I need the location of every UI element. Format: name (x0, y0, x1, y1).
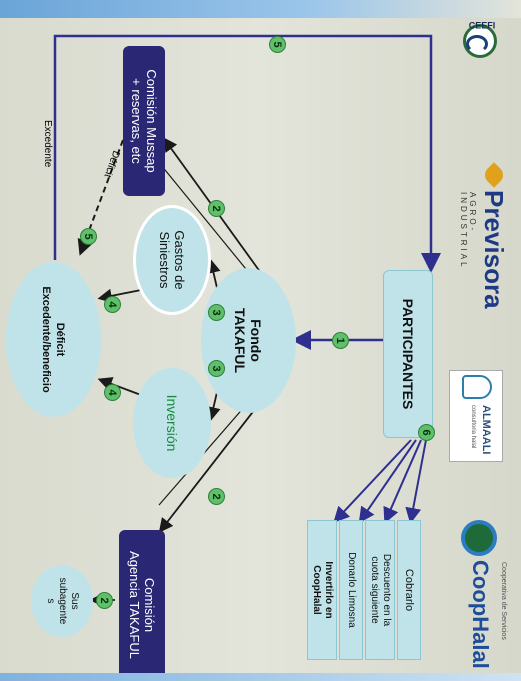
step-1-badge: 1 (332, 332, 349, 349)
almaali-wordmark: ALMAALI (480, 405, 492, 455)
line-fondo-mussap-2 (160, 164, 260, 286)
step-3-inversion-badge: 3 (208, 360, 225, 377)
arrow-feedback-to-participantes (53, 34, 441, 273)
previsora-leaf-icon (481, 162, 507, 188)
arrow-to-donarlo (358, 439, 417, 524)
arrow-to-cobrarlo (405, 439, 427, 524)
arrow-fondo-agencia (158, 394, 267, 533)
previsora-logo: Previsora AGRO-INDUSTRIAL (451, 160, 511, 309)
almaali-mark-icon (462, 375, 492, 399)
step-4-inversion-badge: 4 (104, 384, 121, 401)
option-cobrarlo: Cobrarlo (397, 520, 421, 660)
arrow-to-descuento (383, 439, 422, 524)
step-6-badge: 6 (418, 424, 435, 441)
comision-agencia-box: Comisión Agencia TAKAFUL (119, 530, 165, 680)
gastos-siniestros-oval: Gastos de Siniestros (133, 205, 211, 315)
fondo-takaful-oval: Fondo TAKAFUL (201, 268, 296, 413)
option-donarlo: Donarlo Limosna (339, 520, 363, 660)
arrow-inversion-deficit (97, 377, 142, 396)
step-4-gastos-badge: 4 (104, 296, 121, 313)
almaali-tagline: consultoria halal (470, 405, 476, 449)
coophalal-d-icon (461, 520, 497, 556)
coophalal-wordmark: CoopHalal (468, 560, 493, 669)
cefefi-text: CEEFI (468, 20, 496, 31)
coophalal-logo: CoopHalal Cooperativa de Servicios (443, 520, 513, 670)
comision-mussap-box: Comisión Mussap + reservas, etc (123, 46, 165, 196)
step-5-top-badge: 5 (269, 36, 286, 53)
option-descuento: Descuento en la cuota siguiente (365, 520, 395, 660)
arrow-to-invertirlo (333, 439, 412, 523)
participantes-box: PARTICIPANTES (383, 270, 433, 438)
coophalal-tagline: Cooperativa de Servicios (500, 562, 507, 640)
step-2-subagentes-badge: 2 (96, 592, 113, 609)
step-2-agencia-badge: 2 (208, 488, 225, 505)
previsora-wordmark: Previsora (479, 190, 509, 309)
option-invertirlo: Invertirlo en CoopHalal (307, 520, 337, 660)
step-3-gastos-badge: 3 (208, 304, 225, 321)
previsora-tagline: AGRO-INDUSTRIAL (459, 192, 477, 270)
step-5-dashed-badge: 5 (80, 228, 97, 245)
inversion-oval: Inversión (133, 368, 211, 478)
subagentes-oval: Sus subagente s (31, 565, 93, 637)
deficit-excedente-oval: Déficit Excedente/beneficio (6, 262, 101, 417)
step-2-mussap-badge: 2 (208, 200, 225, 217)
excedente-edge-label: Excedente (42, 120, 53, 168)
almaali-logo: ALMAALI consultoria halal (449, 370, 503, 462)
cefefi-logo: CEEFI (445, 18, 515, 66)
